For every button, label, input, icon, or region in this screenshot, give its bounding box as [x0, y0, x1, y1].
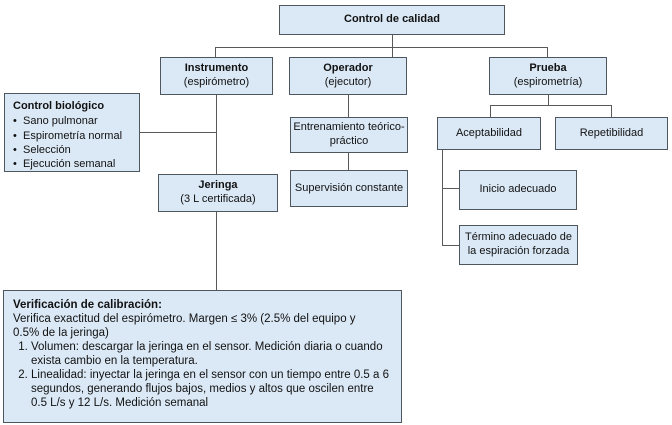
- connector-line: [490, 105, 491, 117]
- node-subtitle: (ejecutor): [324, 76, 372, 88]
- node-title: Prueba: [529, 62, 567, 75]
- panel-control-biologico: Control biológico Sano pulmonarEspiromet…: [4, 93, 140, 172]
- connector-line: [216, 212, 217, 290]
- numbered-item: Linealidad: inyectar la jeringa en el se…: [31, 368, 391, 410]
- node-subtitle: (espirómetro): [183, 76, 250, 88]
- connector-line: [442, 188, 459, 189]
- node-title: Operador: [323, 62, 373, 75]
- connector-line: [611, 105, 612, 117]
- connector-line: [442, 245, 459, 246]
- node-label: Término adecuado de la espiración forzad…: [464, 231, 572, 257]
- node-label: Control de calidad: [344, 13, 440, 26]
- panel-verificacion-calibracion: Verificación de calibración: Verifica ex…: [3, 290, 402, 423]
- connector-line: [215, 47, 216, 57]
- connector-line: [348, 95, 349, 117]
- node-supervision: Supervisión constante: [290, 170, 408, 207]
- node-entrenamiento: Entrenamiento teórico-práctico: [290, 117, 408, 153]
- node-title: Instrumento: [184, 62, 249, 75]
- panel-title: Verificación de calibración:: [13, 299, 162, 311]
- node-subtitle: (3 L certificada): [180, 193, 256, 205]
- node-subtitle: (espirometría): [513, 76, 583, 88]
- node-operador: Operador (ejecutor): [289, 57, 407, 95]
- node-label: Repetibilidad: [579, 126, 644, 139]
- connector-line: [216, 95, 217, 174]
- connector-line: [392, 35, 393, 57]
- node-aceptabilidad: Aceptabilidad: [437, 117, 541, 150]
- panel-intro-text: Verifica exactitud del espirómetro. Marg…: [13, 313, 356, 340]
- node-repetibilidad: Repetibilidad: [555, 117, 668, 150]
- node-instrumento: Instrumento (espirómetro): [160, 57, 273, 95]
- connector-line: [547, 47, 548, 57]
- connector-line: [348, 153, 349, 170]
- bullet-item: Selección: [13, 143, 131, 158]
- node-label: Supervisión constante: [294, 181, 404, 194]
- verificacion-numbered-list: Volumen: descargar la jeringa en el sens…: [13, 340, 391, 410]
- connector-line: [215, 47, 548, 48]
- bullet-item: Ejecución semanal: [13, 157, 131, 172]
- connector-line: [548, 95, 549, 105]
- numbered-item: Volumen: descargar la jeringa en el sens…: [31, 340, 391, 368]
- node-title: Jeringa: [198, 179, 238, 192]
- node-label: Aceptabilidad: [455, 126, 523, 139]
- panel-title: Control biológico: [13, 100, 105, 112]
- node-jeringa: Jeringa (3 L certificada): [158, 174, 278, 212]
- bullet-item: Espirometría normal: [13, 129, 131, 144]
- node-label: Inicio adecuado: [479, 183, 557, 196]
- node-control-de-calidad: Control de calidad: [279, 5, 505, 35]
- bullet-item: Sano pulmonar: [13, 114, 131, 129]
- node-termino-adecuado: Término adecuado de la espiración forzad…: [459, 225, 578, 265]
- connector-line: [140, 132, 216, 133]
- biologico-bullet-list: Sano pulmonarEspirometría normalSelecció…: [13, 114, 131, 171]
- node-label: Entrenamiento teórico-práctico: [293, 121, 405, 147]
- connector-line: [490, 105, 612, 106]
- node-inicio-adecuado: Inicio adecuado: [459, 170, 577, 210]
- connector-line: [442, 150, 443, 245]
- node-prueba: Prueba (espirometría): [489, 57, 607, 95]
